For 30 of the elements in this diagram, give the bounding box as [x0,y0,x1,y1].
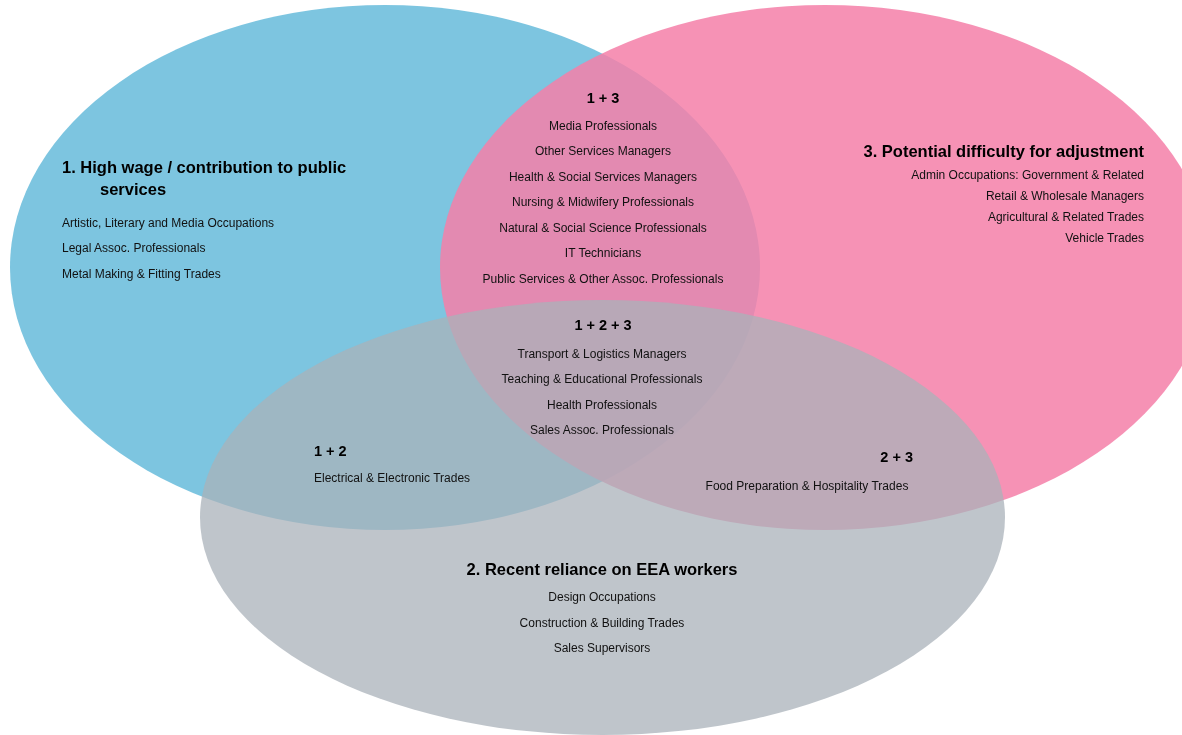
occupation-item: Electrical & Electronic Trades [314,471,471,485]
occupation-item: Metal Making & Fitting Trades [62,267,221,281]
set-heading: 2. Recent reliance on EEA workers [466,559,738,580]
occupation-item: Legal Assoc. Professionals [62,241,206,255]
occupation-item: Health Professionals [546,398,658,412]
occupation-item: Media Professionals [548,119,658,133]
occupation-item: IT Technicians [564,246,642,260]
occupation-item: Teaching & Educational Professionals [501,372,703,386]
occupation-item: Construction & Building Trades [519,616,685,630]
occupation-item: Nursing & Midwifery Professionals [511,195,695,209]
overlap-heading: 1 + 2 + 3 [574,316,632,334]
occupation-item: Natural & Social Science Professionals [499,221,707,235]
occupation-item: Agricultural & Related Trades [987,210,1144,224]
occupation-item: Health & Social Services Managers [508,170,698,184]
overlap-heading: 2 + 3 [880,448,913,466]
occupation-item: Sales Assoc. Professionals [529,423,675,437]
occupation-item: Sales Supervisors [553,641,651,655]
occupation-item: Vehicle Trades [1065,231,1144,245]
occupation-item: Other Services Managers [534,144,672,158]
occupation-item: Admin Occupations: Government & Related [911,168,1144,182]
occupation-item: Retail & Wholesale Managers [985,189,1144,203]
overlap-heading: 1 + 2 [314,442,347,460]
overlap-heading: 1 + 3 [586,89,620,107]
occupation-item: Transport & Logistics Managers [517,347,687,361]
set-heading: 3. Potential difficulty for adjustment [863,141,1144,162]
occupation-item: Food Preparation & Hospitality Trades [705,479,909,493]
set-heading: 1. High wage / contribution to public services [62,157,348,200]
occupation-item: Artistic, Literary and Media Occupations [62,216,275,230]
occupation-item: Public Services & Other Assoc. Professionals [482,272,724,286]
occupation-item: Design Occupations [548,590,656,604]
